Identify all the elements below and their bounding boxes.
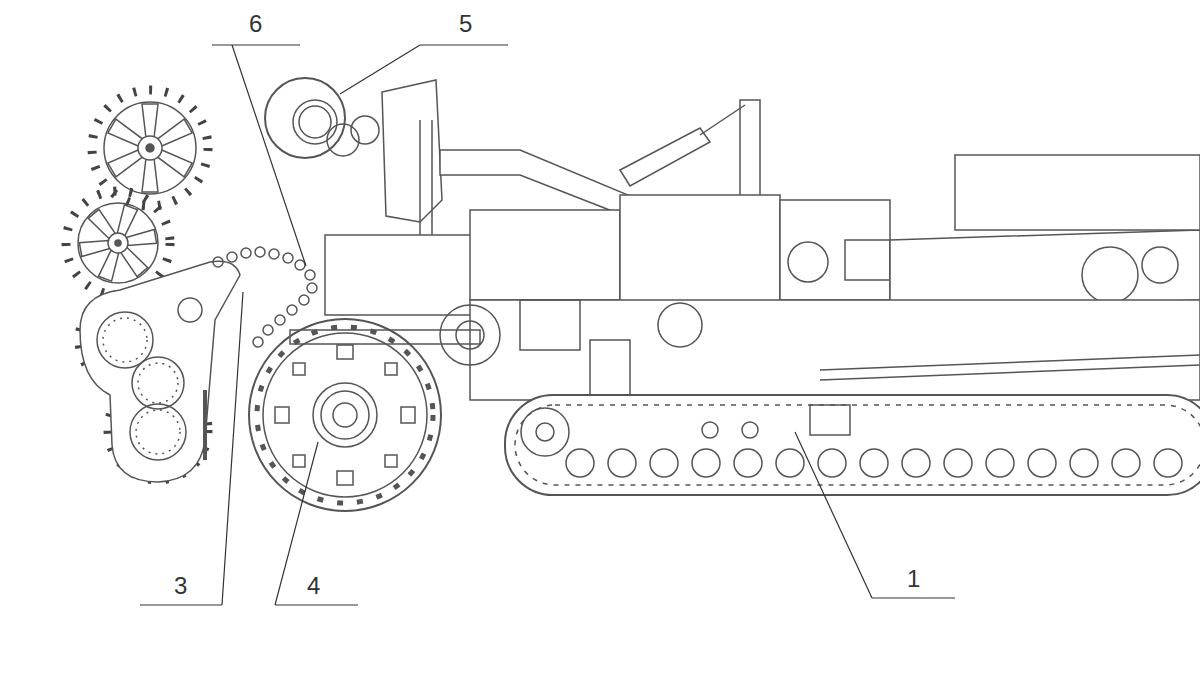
- road-wheels: [566, 449, 1182, 477]
- motor-housing: [620, 195, 780, 305]
- leader-line: [140, 292, 243, 605]
- track-links: [515, 405, 1200, 485]
- pump-unit: [1082, 247, 1138, 303]
- motor-housing: [470, 210, 620, 300]
- boom-plate: [382, 80, 442, 222]
- operator-cab: [955, 155, 1200, 230]
- sprocket: [440, 305, 500, 365]
- crawler-track: [505, 395, 1200, 495]
- motor-housing: [780, 200, 890, 300]
- jack-cylinder: [590, 340, 630, 400]
- access-cover: [788, 242, 828, 282]
- track-frame-plate: [810, 405, 850, 435]
- rotor-rim: [104, 102, 196, 194]
- machine-outline: [66, 78, 1200, 511]
- side-plate: [203, 390, 207, 460]
- drum-cover: [132, 357, 184, 409]
- inspection-port: [178, 298, 202, 322]
- conveyor-line: [820, 365, 1200, 380]
- cutter-rotor: [92, 90, 208, 206]
- spray-wheel: [265, 78, 379, 158]
- bolt-ring: [103, 318, 147, 362]
- bolt: [742, 422, 758, 438]
- leader-line: [340, 45, 508, 94]
- idler-hub: [536, 423, 554, 441]
- callout-number: 4: [307, 574, 320, 598]
- leader-line: [275, 442, 358, 605]
- callout-number: 6: [249, 12, 262, 36]
- hydraulic-cylinder: [440, 150, 640, 218]
- gathering-disc: [249, 319, 441, 511]
- callout-number: 5: [459, 12, 472, 36]
- drum-cover: [130, 404, 186, 460]
- bolt-ring: [138, 363, 178, 403]
- bolt-ring: [136, 410, 180, 454]
- cutter-picks: [92, 90, 208, 206]
- leader-line: [212, 45, 306, 266]
- valve-block: [845, 240, 890, 280]
- leader-line: [795, 432, 955, 598]
- rotor-hub: [138, 136, 162, 160]
- gearbox: [325, 235, 475, 315]
- callout-number: 3: [174, 574, 187, 598]
- shaft-tube: [290, 330, 480, 344]
- drum-housing: [80, 261, 240, 482]
- bolt: [702, 422, 718, 438]
- conveyor-frame: [890, 230, 1200, 310]
- hydraulic-cylinder: [620, 128, 710, 186]
- linkage: [700, 105, 745, 135]
- drum-cover: [97, 312, 153, 368]
- callout-number: 1: [907, 567, 920, 591]
- rotor-hub: [108, 233, 128, 253]
- hub-bolt: [146, 144, 154, 152]
- hub-bolt: [115, 240, 121, 246]
- leader-lines: [140, 45, 955, 605]
- gear-case: [520, 300, 580, 350]
- pump-unit: [1142, 247, 1178, 283]
- chassis: [470, 300, 1200, 400]
- access-cover: [658, 303, 702, 347]
- rotor-rim: [78, 203, 158, 283]
- idler-wheel: [521, 408, 569, 456]
